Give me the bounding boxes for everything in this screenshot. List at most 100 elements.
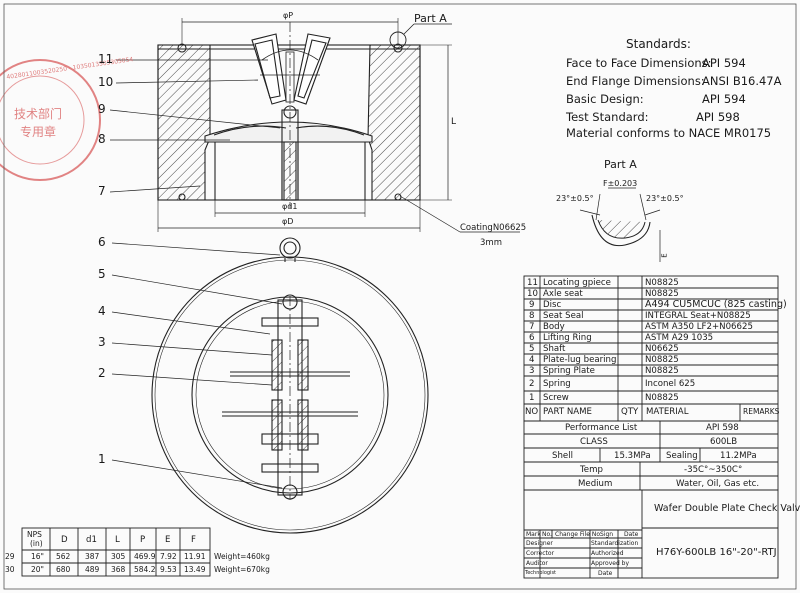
parts-row-4-material: N08825 <box>645 355 679 365</box>
temp-value: -35C°~350C° <box>684 465 743 475</box>
sealing-value: 11.2MPa <box>720 451 757 461</box>
seat-seal <box>204 121 373 143</box>
lifting-ring <box>279 237 301 259</box>
parts-row-4-no: 4 <box>529 355 535 365</box>
parts-row-9-name: Disc <box>543 300 562 310</box>
role-date: Date <box>598 570 613 577</box>
dim-row2-side: 30 <box>5 565 15 574</box>
performance-title: Performance List <box>565 423 638 433</box>
parts-row-10-material: N08825 <box>645 289 679 299</box>
parts-row-2-name: Spring <box>543 379 571 389</box>
callout-4: 4 <box>98 304 106 318</box>
dim-row1-L: 305 <box>111 552 126 561</box>
mini-header-mark: Mark <box>526 531 541 538</box>
standard-value-4: API 598 <box>696 110 740 124</box>
parts-row-6-no: 6 <box>529 333 535 343</box>
parts-row-5-material: N06625 <box>645 344 679 354</box>
standard-value-2: ANSI B16.47A <box>702 74 782 88</box>
dim-header-nps: NPS <box>27 530 42 539</box>
role-authorized: Authorized <box>591 550 624 557</box>
dim-row1-nps: 16" <box>31 552 44 561</box>
performance-title-value: API 598 <box>706 423 739 433</box>
dim-header-D: D <box>61 535 68 545</box>
role-corrector: Corrector <box>526 550 555 557</box>
dim-row1-D: 562 <box>56 552 71 561</box>
callout-11: 11 <box>98 52 114 66</box>
mini-header-change: Change File No. <box>555 531 602 538</box>
dim-header-d1: d1 <box>86 535 97 545</box>
role-technologist: Technologist <box>525 570 557 576</box>
dim-row2-weight: Weight=670kg <box>214 565 270 574</box>
model-number: H76Y-600LB 16"-20"-RTJ <box>656 547 777 558</box>
parts-row-3-no: 3 <box>529 366 535 376</box>
dim-row1-E: 7.92 <box>160 552 177 561</box>
parts-row-5-name: Shaft <box>543 344 566 354</box>
sealing-label: Sealing <box>666 451 698 461</box>
disc-right <box>293 33 331 105</box>
front-view <box>111 237 429 534</box>
mini-header-no: No. <box>542 531 552 538</box>
role-approved: Approved by <box>591 560 630 567</box>
sheet-border <box>3 3 797 590</box>
parts-row-6-name: Lifting Ring <box>543 333 592 343</box>
parts-header-no: NO <box>525 407 539 417</box>
callout-10: 10 <box>98 75 114 89</box>
parts-row-11-name: Locating gpiece <box>543 278 611 288</box>
part-a-label: Part A <box>414 12 447 25</box>
role-designer: Designer <box>526 540 553 547</box>
parts-row-1-no: 1 <box>529 393 535 403</box>
dim-angle-left: 23°±0.5° <box>556 194 594 203</box>
parts-row-8-name: Seat Seal <box>543 311 584 321</box>
parts-header-remarks: REMARKS <box>743 407 780 416</box>
dim-row1-d1: 387 <box>85 552 100 561</box>
callout-7: 7 <box>98 184 106 198</box>
parts-row-10-no: 10 <box>527 289 538 299</box>
parts-row-10-name: Axle seat <box>543 289 583 299</box>
product-name: Wafer Double Plate Check Valve <box>654 503 800 514</box>
dim-header-L: L <box>115 535 120 545</box>
dim-row1-F: 11.91 <box>184 552 206 561</box>
dim-row2-D: 680 <box>56 565 71 574</box>
nace-note: Material conforms to NACE MR0175 <box>566 126 772 140</box>
parts-row-5-no: 5 <box>529 344 535 354</box>
callout-8: 8 <box>98 132 106 146</box>
parts-row-11-material: N08825 <box>645 278 679 288</box>
parts-row-11-no: 11 <box>527 278 538 288</box>
parts-header-qty: QTY <box>621 407 639 417</box>
dim-L: L <box>451 117 457 127</box>
parts-row-7-no: 7 <box>529 322 535 332</box>
mini-header-date: Date <box>624 531 639 538</box>
class-value: 600LB <box>710 437 738 447</box>
parts-row-2-material: Inconel 625 <box>645 379 696 389</box>
parts-row-7-material: ASTM A350 LF2+N06625 <box>645 322 753 332</box>
dimension-table-lines <box>21 527 211 577</box>
standard-label-3: Basic Design: <box>566 92 644 106</box>
spring <box>271 339 283 391</box>
dim-angle-right: 23°±0.5° <box>646 194 684 203</box>
part-a-detail <box>579 187 661 262</box>
parts-row-4-name: Plate-lug bearing <box>543 355 617 365</box>
body-right-wall <box>367 44 421 201</box>
section-view <box>109 18 520 233</box>
body-left-wall <box>157 44 211 201</box>
standard-label-4: Test Standard: <box>566 110 649 124</box>
shell-label: Shell <box>552 451 573 461</box>
dim-row2-L: 368 <box>111 565 126 574</box>
dim-header-P: P <box>140 535 146 545</box>
dim-row2-nps: 20" <box>31 565 44 574</box>
mini-header-sign: Sign <box>600 531 614 538</box>
dim-header-E: E <box>165 535 171 545</box>
dim-row2-P: 584.2 <box>134 565 156 574</box>
parts-row-3-name: Spring Plate <box>543 366 595 376</box>
medium-value: Water, Oil, Gas etc. <box>676 479 760 489</box>
part-a-detail-title: Part A <box>604 158 637 171</box>
parts-row-9-material: A494 CU5MCUC (825 casting) <box>645 299 787 310</box>
dim-F: F±0.203 <box>603 179 638 188</box>
body-outer-circle <box>151 256 429 534</box>
parts-row-1-name: Screw <box>543 393 569 403</box>
standard-label-2: End Flange Dimensions: <box>566 74 705 88</box>
dim-row2-F: 13.49 <box>184 565 206 574</box>
parts-row-1-material: N08825 <box>645 393 679 403</box>
role-standardization: Standardization <box>591 540 639 547</box>
